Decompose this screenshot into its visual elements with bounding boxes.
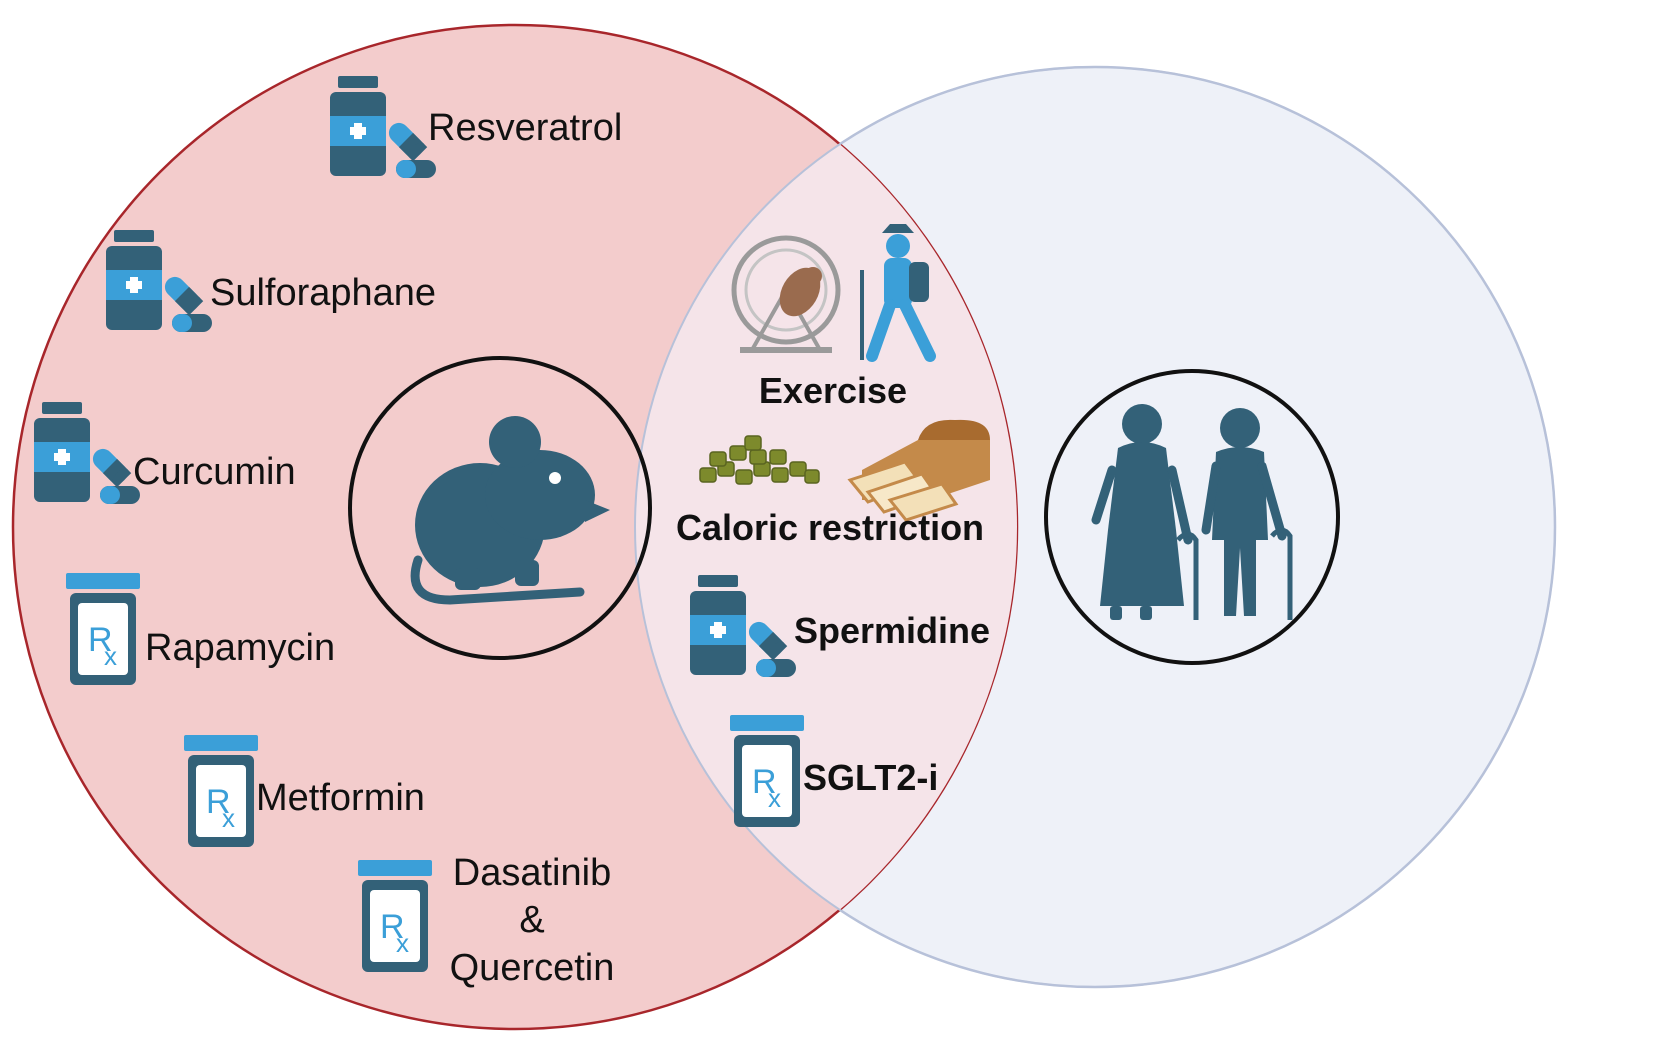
overlap-item-exercise: Exercise [731, 224, 936, 411]
mouse-center [348, 356, 652, 660]
label-curcumin: Curcumin [133, 451, 296, 493]
label-ampersand: & [519, 899, 544, 941]
mouse-only-item-sulforaphane: Sulforaphane [106, 230, 436, 332]
elderly-couple-icon [1091, 404, 1293, 620]
label-sulforaphane: Sulforaphane [210, 272, 436, 314]
mouse-only-item-curcumin: Curcumin [34, 402, 296, 504]
label-dasatinib: Dasatinib [453, 852, 611, 894]
bread-loaf-icon [847, 419, 990, 522]
human-center [1044, 369, 1340, 665]
overlap-region [635, 67, 1017, 987]
overlap-item-caloric-restriction: Caloric restriction [676, 419, 990, 548]
mouse-only-item-rapamycin: Rapamycin [66, 573, 335, 685]
label-spermidine: Spermidine [794, 610, 990, 651]
mouse-only-item-dasatinib-quercetin: Dasatinib & Quercetin [358, 852, 614, 989]
hiker-icon [860, 224, 936, 362]
mouse-only-item-metformin: Metformin [184, 735, 425, 847]
overlap-item-spermidine: Spermidine [690, 575, 990, 677]
human-circle-outline [634, 66, 1556, 988]
mouse-icon [410, 416, 610, 605]
label-caloric-restriction: Caloric restriction [676, 507, 984, 548]
label-rapamycin: Rapamycin [145, 627, 335, 669]
label-quercetin: Quercetin [450, 947, 615, 989]
label-metformin: Metformin [256, 777, 425, 819]
label-resveratrol: Resveratrol [428, 107, 622, 149]
food-pellets-icon [699, 435, 820, 485]
label-exercise: Exercise [759, 370, 907, 411]
overlap-item-sglt2i: SGLT2-i [730, 715, 938, 827]
label-sglt2i: SGLT2-i [803, 757, 938, 798]
hamster-wheel-mouse-icon [731, 235, 841, 353]
mouse-only-item-resveratrol: Resveratrol [330, 76, 622, 178]
